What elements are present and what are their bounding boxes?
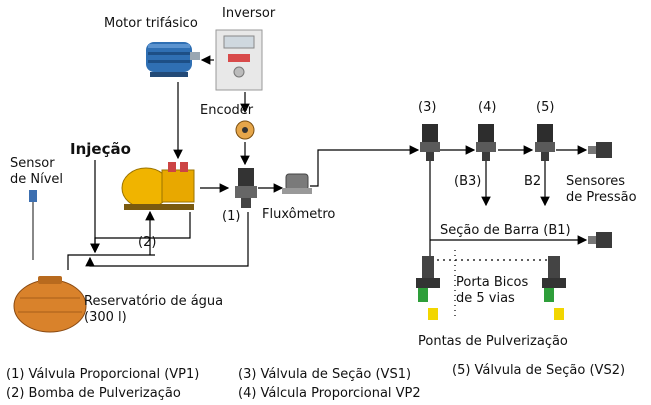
valve1-icon bbox=[235, 168, 257, 208]
flowmeter-icon bbox=[282, 173, 312, 194]
nozzle-holder-right-icon bbox=[542, 256, 566, 320]
valve5-icon bbox=[535, 124, 555, 161]
encoder-label: Encoder bbox=[200, 103, 254, 118]
valve3-icon bbox=[420, 124, 440, 161]
legend-item-2: (2) Bomba de Pulverização bbox=[6, 386, 181, 401]
injection-label: Injeção bbox=[70, 140, 131, 158]
b3-label: (B3) bbox=[454, 174, 482, 189]
legend-item-1: (1) Válvula Proporcional (VP1) bbox=[6, 367, 200, 382]
encoder-icon bbox=[235, 120, 255, 140]
motor-icon bbox=[146, 42, 200, 77]
nozzles-label: Pontas de Pulverização bbox=[418, 334, 568, 349]
nozzle-holder-label: Porta Bicos de 5 vias bbox=[456, 275, 529, 306]
b2-label: B2 bbox=[524, 174, 542, 189]
valve1-return-line bbox=[85, 212, 249, 267]
bar-section-label: Seção de Barra (B1) bbox=[440, 223, 571, 238]
inverter-icon bbox=[215, 29, 263, 91]
water-tank-label: Reservatório de água (300 l) bbox=[84, 294, 224, 325]
pump-icon bbox=[121, 162, 195, 210]
pressure-sensor-icon bbox=[588, 142, 612, 158]
water-tank-icon bbox=[13, 276, 87, 333]
pressure-sensors-label: Sensores de Pressão bbox=[566, 174, 637, 205]
flowmeter-label: Fluxômetro bbox=[262, 207, 336, 222]
pressure-sensor-b1-icon bbox=[588, 232, 612, 248]
legend-item-4: (4) Válcula Proporcional VP2 bbox=[238, 386, 421, 401]
legend-item-3: (3) Válvula de Seção (VS1) bbox=[238, 367, 412, 382]
valve5-number: (5) bbox=[536, 100, 555, 115]
tank-to-pump-line bbox=[67, 254, 155, 270]
legend-item-5: (5) Válvula de Seção (VS2) bbox=[452, 363, 626, 378]
valve4-icon bbox=[476, 124, 496, 161]
inverter-label: Inversor bbox=[222, 6, 276, 21]
motor-label: Motor trifásico bbox=[104, 16, 198, 31]
flowmeter-to-valve3-line bbox=[310, 145, 420, 187]
level-sensor-label: Sensor de Nível bbox=[10, 156, 64, 187]
valve3-number: (3) bbox=[418, 100, 437, 115]
nozzle-holder-left-icon bbox=[416, 256, 440, 320]
valve4-number: (4) bbox=[478, 100, 497, 115]
pump-number: (2) bbox=[138, 235, 157, 250]
valve1-number: (1) bbox=[222, 209, 241, 224]
level-sensor-icon bbox=[29, 190, 37, 260]
